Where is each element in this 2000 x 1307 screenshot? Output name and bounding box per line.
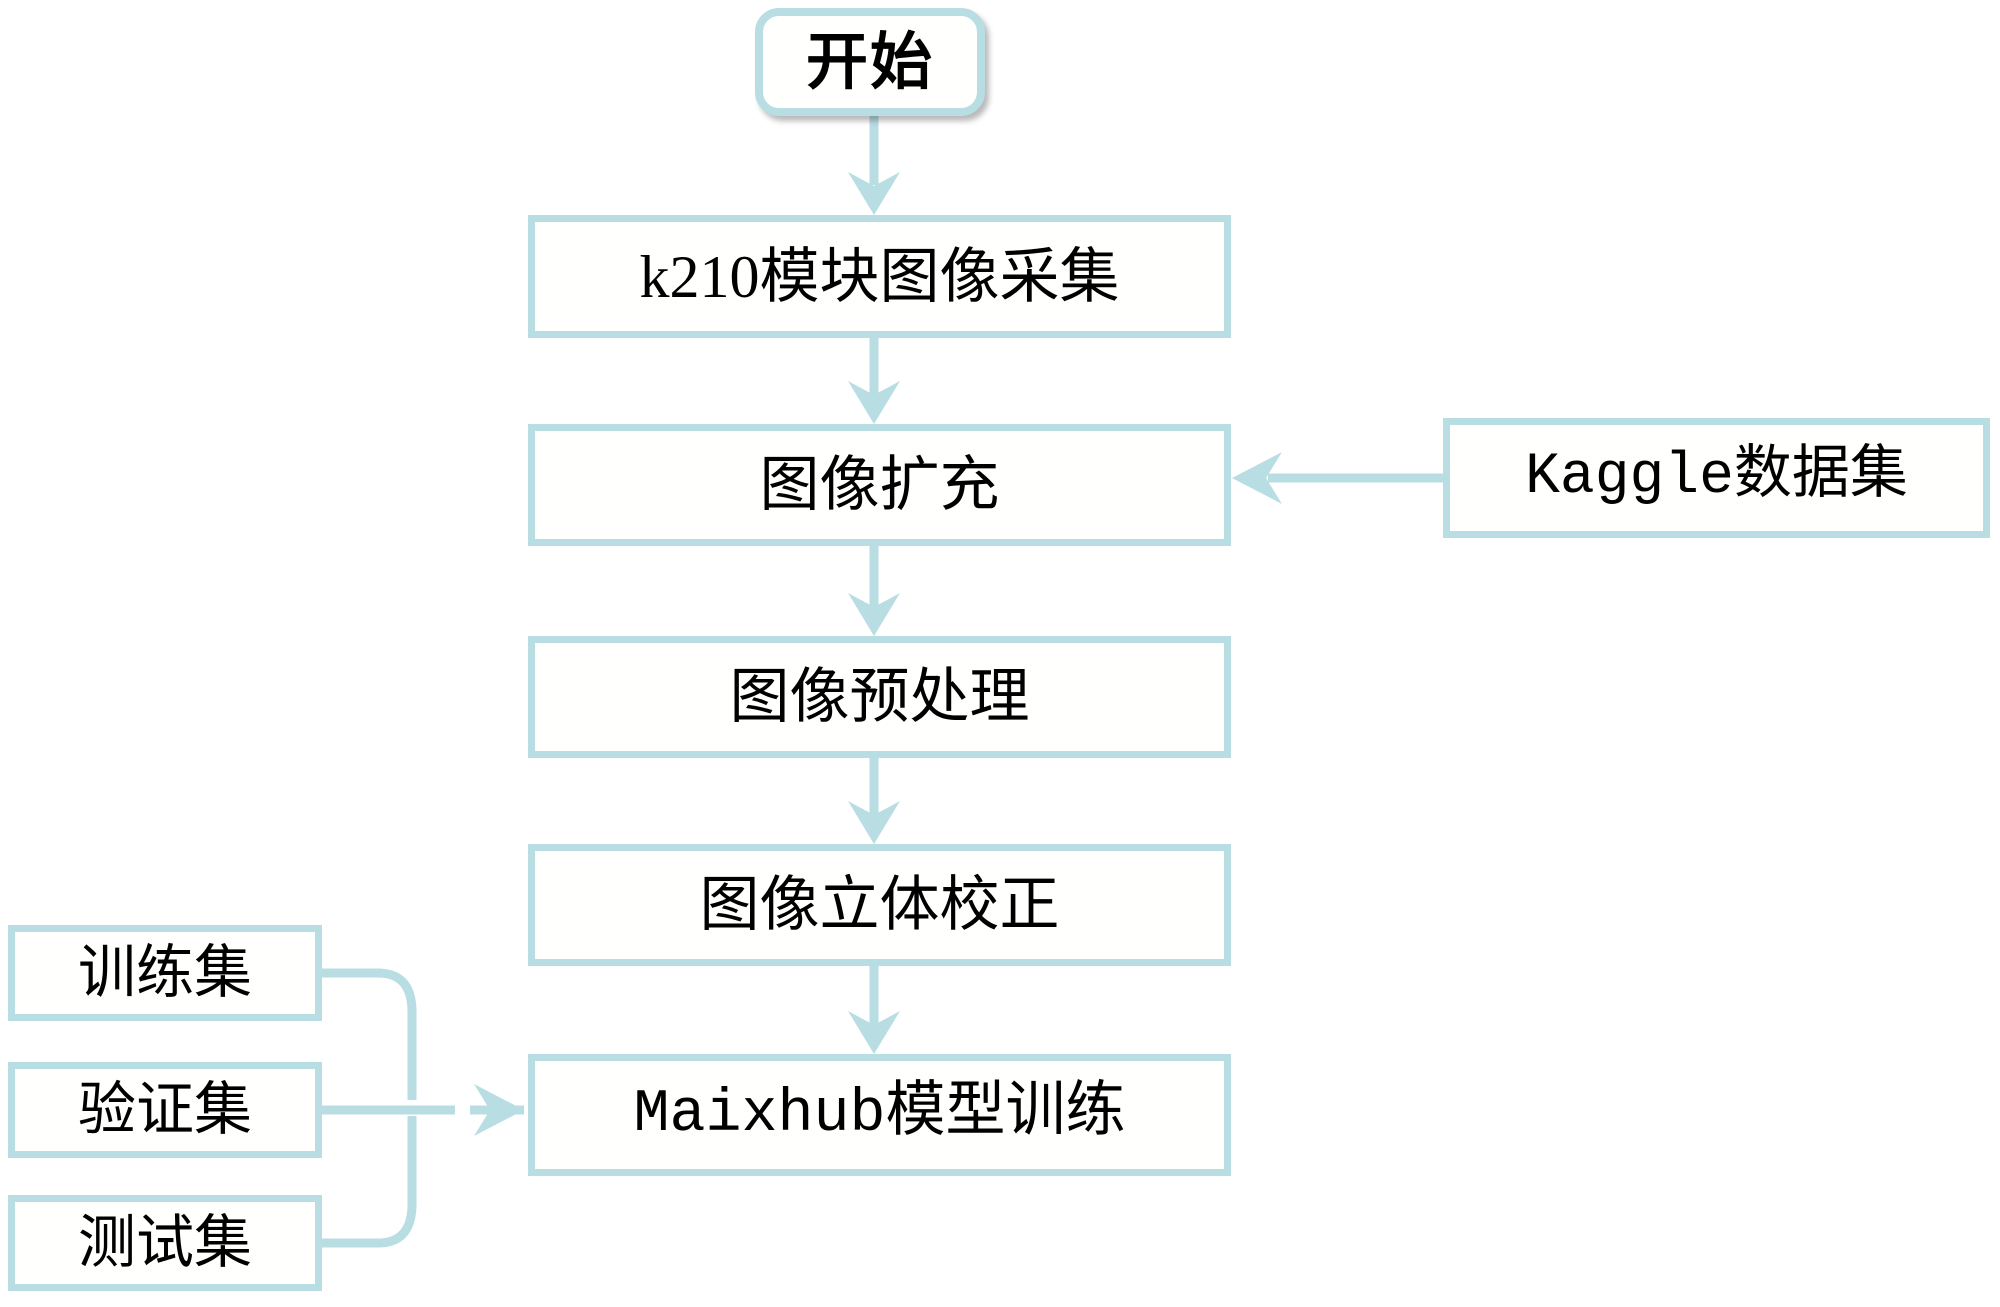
edge-rectify-to-train: [848, 966, 900, 1054]
node-augment-label: 图像扩充: [759, 452, 1000, 518]
node-kaggle-dataset-label: Kaggle数据集: [1525, 445, 1908, 510]
node-kaggle-dataset[interactable]: Kaggle数据集: [1443, 418, 1990, 538]
node-trainset-label: 训练集: [77, 940, 252, 1005]
edge-kaggle-to-augment: [1232, 452, 1443, 504]
edge-testset-to-train: [322, 1116, 417, 1248]
node-acquire-label: k210模块图像采集: [639, 243, 1120, 310]
node-train[interactable]: Maixhub模型训练: [528, 1054, 1231, 1176]
node-acquire[interactable]: k210模块图像采集: [528, 215, 1231, 338]
edge-trainset-to-train: [322, 968, 417, 1100]
node-valset-label: 验证集: [77, 1077, 252, 1142]
node-testset-label: 测试集: [77, 1210, 252, 1275]
node-train-label: Maixhub模型训练: [633, 1081, 1126, 1149]
node-trainset[interactable]: 训练集: [8, 925, 322, 1021]
edge-acquire-to-augment: [848, 338, 900, 424]
node-testset[interactable]: 测试集: [8, 1195, 322, 1291]
edge-start-to-acquire: [848, 116, 900, 215]
node-rectify-label: 图像立体校正: [699, 872, 1060, 938]
node-start-label: 开始: [805, 25, 934, 98]
edge-augment-to-preprocess: [848, 546, 900, 636]
edge-valset-to-train: [322, 1084, 524, 1136]
node-valset[interactable]: 验证集: [8, 1062, 322, 1158]
node-rectify[interactable]: 图像立体校正: [528, 844, 1231, 966]
node-preprocess-label: 图像预处理: [729, 664, 1030, 730]
node-preprocess[interactable]: 图像预处理: [528, 636, 1231, 758]
node-augment[interactable]: 图像扩充: [528, 424, 1231, 546]
node-start[interactable]: 开始: [755, 8, 985, 116]
edge-preprocess-to-rectify: [848, 758, 900, 844]
